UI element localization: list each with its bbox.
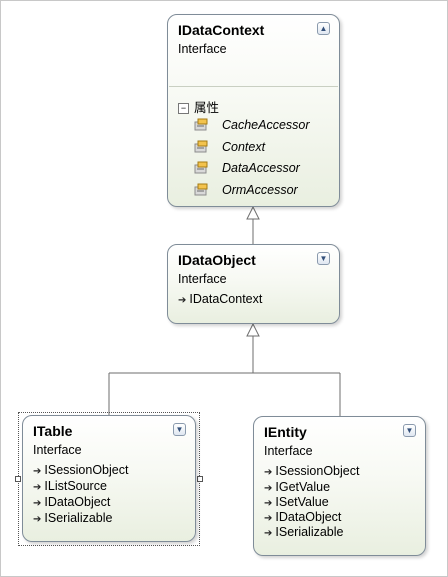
expand-icon[interactable]: ▼ <box>173 423 186 436</box>
implemented-interface: ➔ISessionObject <box>264 464 359 478</box>
inheritance-arrowhead-idataobject <box>246 322 260 337</box>
inheritance-arrowhead-idatacontext <box>246 205 260 220</box>
implements-arrow-icon: ➔ <box>264 513 273 524</box>
property-row[interactable]: CacheAccessor <box>194 118 310 132</box>
interface-name: ISessionObject <box>275 464 360 478</box>
implements-arrow-icon: ➔ <box>264 528 273 539</box>
interface-name: IListSource <box>44 479 107 493</box>
implemented-interface: ➔ISessionObject <box>33 463 128 477</box>
property-icon <box>194 183 208 196</box>
implemented-interface: ➔IListSource <box>33 479 107 493</box>
idataobject-stereotype: Interface <box>178 272 227 286</box>
implements-arrow-icon: ➔ <box>33 466 42 477</box>
implemented-interface: ➔IDataContext <box>178 292 262 306</box>
idatacontext-class-box[interactable]: IDataContext Interface ▲ −属性 CacheAccess… <box>167 14 340 207</box>
property-name: Context <box>222 140 266 154</box>
idataobject-title: IDataObject <box>178 252 256 268</box>
interface-name: IDataObject <box>275 510 342 524</box>
implemented-interface: ➔ISetValue <box>264 495 329 509</box>
minus-icon[interactable]: − <box>178 103 189 114</box>
property-row[interactable]: OrmAccessor <box>194 183 298 197</box>
implements-arrow-icon: ➔ <box>33 482 42 493</box>
interface-name: ISerializable <box>275 525 344 539</box>
section-label: 属性 <box>194 101 220 115</box>
property-icon <box>194 118 208 131</box>
itable-stereotype: Interface <box>33 443 82 457</box>
idatacontext-title: IDataContext <box>178 22 265 38</box>
implements-arrow-icon: ➔ <box>264 467 273 478</box>
ientity-stereotype: Interface <box>264 444 313 458</box>
interface-name: ISetValue <box>275 495 329 509</box>
interface-name: ISessionObject <box>44 463 129 477</box>
implemented-interface: ➔IDataObject <box>264 510 341 524</box>
expand-icon[interactable]: ▼ <box>317 252 330 265</box>
implemented-interface: ➔IDataObject <box>33 495 110 509</box>
ientity-class-box[interactable]: IEntity Interface ▼ ➔ISessionObject ➔IGe… <box>253 416 426 556</box>
implemented-interface: ➔ISerializable <box>33 511 112 525</box>
property-name: OrmAccessor <box>222 183 298 197</box>
itable-title: ITable <box>33 423 73 439</box>
interface-name: ISerializable <box>44 511 113 525</box>
property-row[interactable]: DataAccessor <box>194 161 300 175</box>
idatacontext-properties-section[interactable]: −属性 <box>178 97 219 116</box>
idatacontext-stereotype: Interface <box>178 42 227 56</box>
implements-arrow-icon: ➔ <box>178 295 187 306</box>
idataobject-class-box[interactable]: IDataObject Interface ▼ ➔IDataContext <box>167 244 340 324</box>
idatacontext-divider <box>169 86 338 87</box>
implements-arrow-icon: ➔ <box>264 498 273 509</box>
ientity-title: IEntity <box>264 424 307 440</box>
property-name: DataAccessor <box>222 161 300 175</box>
property-icon <box>194 140 208 153</box>
implements-arrow-icon: ➔ <box>33 514 42 525</box>
implemented-interface: ➔IGetValue <box>264 480 330 494</box>
interface-name: IDataObject <box>44 495 111 509</box>
property-icon <box>194 161 208 174</box>
interface-name: IGetValue <box>275 480 331 494</box>
implements-arrow-icon: ➔ <box>264 483 273 494</box>
resize-handle-right[interactable] <box>197 476 203 482</box>
implemented-interface: ➔ISerializable <box>264 525 343 539</box>
interface-name: IDataContext <box>189 292 263 306</box>
collapse-icon[interactable]: ▲ <box>317 22 330 35</box>
resize-handle-left[interactable] <box>15 476 21 482</box>
implements-arrow-icon: ➔ <box>33 498 42 509</box>
property-row[interactable]: Context <box>194 140 265 154</box>
expand-icon[interactable]: ▼ <box>403 424 416 437</box>
property-name: CacheAccessor <box>222 118 310 132</box>
itable-class-box[interactable]: ITable Interface ▼ ➔ISessionObject ➔ILis… <box>22 415 196 542</box>
